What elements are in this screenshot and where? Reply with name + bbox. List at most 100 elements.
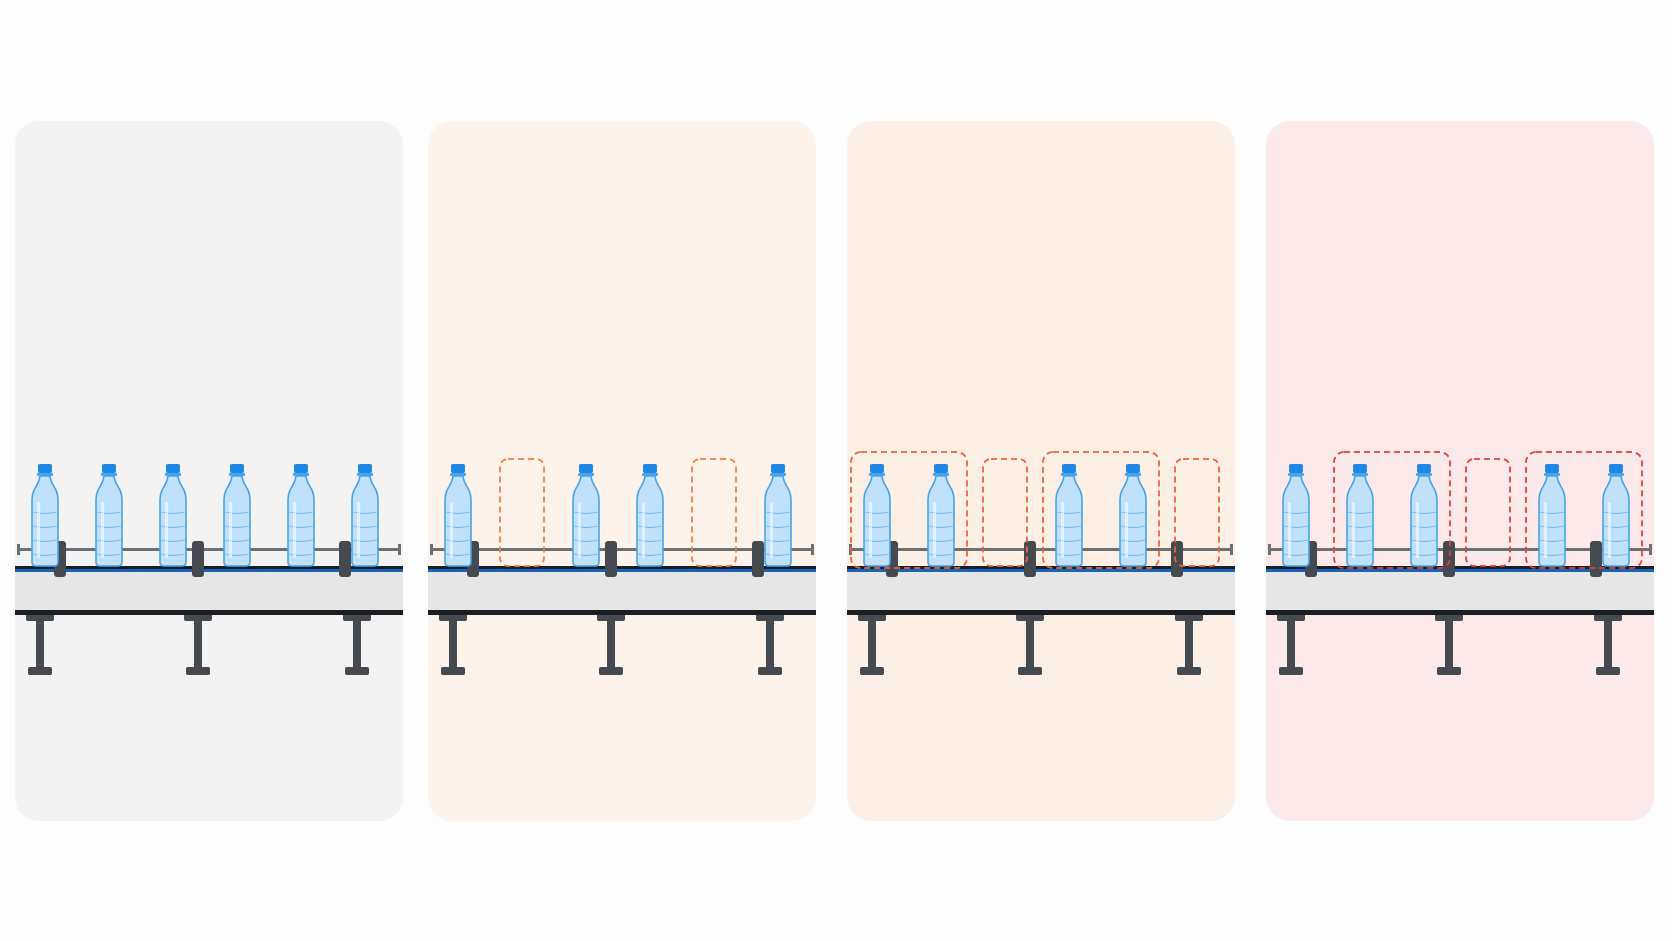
bottle-cap (643, 464, 657, 473)
bottle-cap (102, 464, 116, 473)
bottle (287, 464, 315, 567)
missing-bottle-outline (691, 458, 737, 567)
conveyor (15, 541, 403, 675)
bottle-body (444, 475, 472, 567)
belt-top-edge (1266, 566, 1654, 569)
bottle-cap (358, 464, 372, 473)
bottle-body (223, 475, 251, 567)
belt-bottom-edge (15, 610, 403, 615)
belt-top-edge (15, 566, 403, 569)
conveyor (1266, 541, 1654, 675)
bottle-body (1055, 475, 1083, 567)
bottle (636, 464, 664, 567)
panel-critical-gaps (1266, 121, 1654, 821)
bottle-body (764, 475, 792, 567)
bottle (863, 464, 891, 567)
bottle-cap (451, 464, 465, 473)
bottle-body (1282, 475, 1310, 567)
bottle (1119, 464, 1147, 567)
missing-bottle-outline (982, 458, 1028, 567)
bottle-cap (934, 464, 948, 473)
bottle-cap (1353, 464, 1367, 473)
belt-surface (428, 572, 816, 610)
bottle (1055, 464, 1083, 567)
bottle-cap (1417, 464, 1431, 473)
bottle (223, 464, 251, 567)
bottle (1346, 464, 1374, 567)
bottle (95, 464, 123, 567)
belt-bottom-edge (847, 610, 1235, 615)
bottle-cap (166, 464, 180, 473)
bottle-cap (294, 464, 308, 473)
bottle-cap (1289, 464, 1303, 473)
bottle-body (572, 475, 600, 567)
bottle-body (1602, 475, 1630, 567)
conveyor-illustration (847, 451, 1235, 675)
conveyor (428, 541, 816, 675)
bottle-group-highlight (1525, 451, 1643, 569)
bottle-cap (1062, 464, 1076, 473)
conveyor-leg (343, 613, 371, 675)
belt-surface (847, 572, 1235, 610)
conveyor-leg (184, 613, 212, 675)
guide-rail (430, 548, 814, 551)
bottle-body (1346, 475, 1374, 567)
rail-bracket (1171, 541, 1183, 577)
bottle-body (863, 475, 891, 567)
bottle-body (95, 475, 123, 567)
conveyor-leg (1594, 613, 1622, 675)
bottle-group-highlight (850, 451, 968, 569)
bottle-cap (1126, 464, 1140, 473)
bottle (1410, 464, 1438, 567)
bottle (31, 464, 59, 567)
conveyor-illustration (15, 464, 403, 675)
bottle-cap (1545, 464, 1559, 473)
conveyor-leg (1435, 613, 1463, 675)
bottle-group-highlight (1042, 451, 1160, 569)
conveyor-illustration (1266, 451, 1654, 675)
bottle-cap (38, 464, 52, 473)
bottle-body (159, 475, 187, 567)
bottle (351, 464, 379, 567)
belt-bottom-edge (1266, 610, 1654, 615)
belt-top-edge (428, 566, 816, 569)
bottle-body (636, 475, 664, 567)
bottle (1282, 464, 1310, 567)
rail-bracket (1024, 541, 1036, 577)
conveyor-leg (597, 613, 625, 675)
rail-bracket (192, 541, 204, 577)
conveyor-leg (756, 613, 784, 675)
conveyor-leg (26, 613, 54, 675)
bottle-group-highlight (1333, 451, 1451, 569)
bottle (572, 464, 600, 567)
bottle-cap (579, 464, 593, 473)
bottle-cap (870, 464, 884, 473)
conveyor-leg (439, 613, 467, 675)
conveyor-illustration (428, 458, 816, 675)
panel-grouped-gaps (847, 121, 1235, 821)
bottle-body (1119, 475, 1147, 567)
panel-missing-bottles (428, 121, 816, 821)
belt-bottom-edge (428, 610, 816, 615)
conveyor-leg (1277, 613, 1305, 675)
rail-bracket (605, 541, 617, 577)
bottle (1538, 464, 1566, 567)
bottle-body (927, 475, 955, 567)
missing-bottle-outline (499, 458, 545, 567)
bottle (764, 464, 792, 567)
conveyor-leg (1175, 613, 1203, 675)
bottle-cap (771, 464, 785, 473)
bottle-body (351, 475, 379, 567)
bottle (927, 464, 955, 567)
bottle-body (1538, 475, 1566, 567)
bottle-cap (1609, 464, 1623, 473)
rail-bracket (1443, 541, 1455, 577)
bottle (159, 464, 187, 567)
bottle (444, 464, 472, 567)
rail-bracket (339, 541, 351, 577)
conveyor-leg (1016, 613, 1044, 675)
bottle-body (31, 475, 59, 567)
belt-top-edge (847, 566, 1235, 569)
missing-bottle-outline (1465, 458, 1511, 567)
